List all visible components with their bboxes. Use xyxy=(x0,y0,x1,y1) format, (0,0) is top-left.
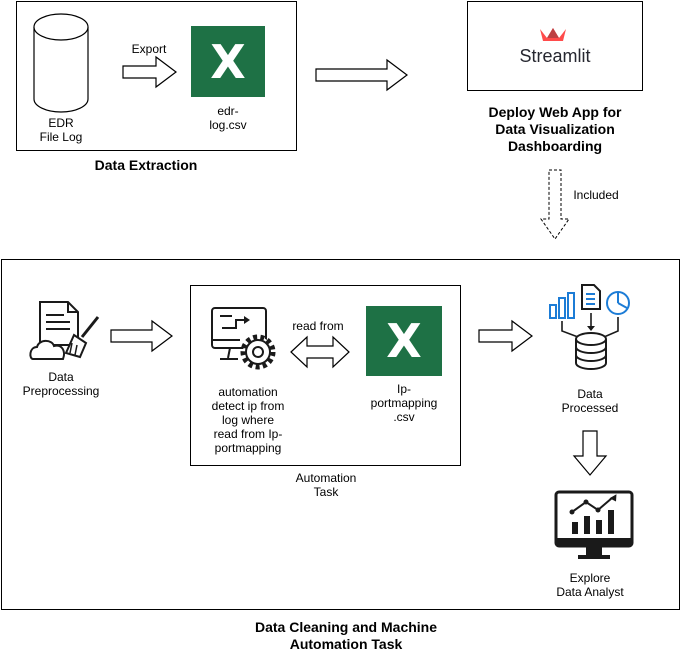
data-processed-icon xyxy=(549,284,630,370)
explore-analytics-monitor-icon xyxy=(554,490,634,559)
explore-data-analyst-label: Explore Data Analyst xyxy=(556,571,624,599)
excel-icon: X xyxy=(366,306,442,376)
deploy-title: Deploy Web App for Data Visualization Da… xyxy=(488,104,622,154)
edr-log-csv-label: edr- log.csv xyxy=(209,104,247,132)
streamlit-box xyxy=(467,1,643,91)
read-from-double-arrow xyxy=(290,335,350,369)
ip-portmapping-csv-label: Ip- portmapping .csv xyxy=(370,382,438,424)
excel-icon: X xyxy=(191,26,265,97)
preprocessing-to-automation-arrow xyxy=(110,319,173,353)
automation-box xyxy=(190,285,461,466)
data-preprocessing-label: Data Preprocessing xyxy=(22,370,100,398)
automation-description-label: automation detect ip from log where read… xyxy=(211,385,285,455)
included-arrow xyxy=(540,169,570,240)
data-extraction-title: Data Extraction xyxy=(94,157,198,173)
streamlit-crown-icon xyxy=(540,28,566,41)
data-cleaning-box xyxy=(1,259,680,610)
read-from-label: read from xyxy=(292,319,344,333)
processed-to-explore-arrow xyxy=(572,430,608,476)
extraction-to-deploy-arrow xyxy=(315,58,408,92)
data-cleaning-title: Data Cleaning and Machine Automation Tas… xyxy=(254,619,438,652)
data-processed-label: Data Processed xyxy=(561,387,619,415)
edr-file-log-label: EDR File Log xyxy=(39,116,83,144)
export-label: Export xyxy=(131,42,167,56)
streamlit-logo-text: Streamlit xyxy=(519,46,591,66)
automation-task-label: Automation Task xyxy=(295,471,357,499)
database-icon xyxy=(33,13,89,113)
included-label: Included xyxy=(573,188,619,202)
preprocessing-icon xyxy=(29,301,100,360)
automation-computer-gear-icon xyxy=(211,307,276,370)
data-extraction-box xyxy=(16,1,297,151)
automation-to-processed-arrow xyxy=(478,319,533,353)
export-arrow xyxy=(122,55,177,89)
